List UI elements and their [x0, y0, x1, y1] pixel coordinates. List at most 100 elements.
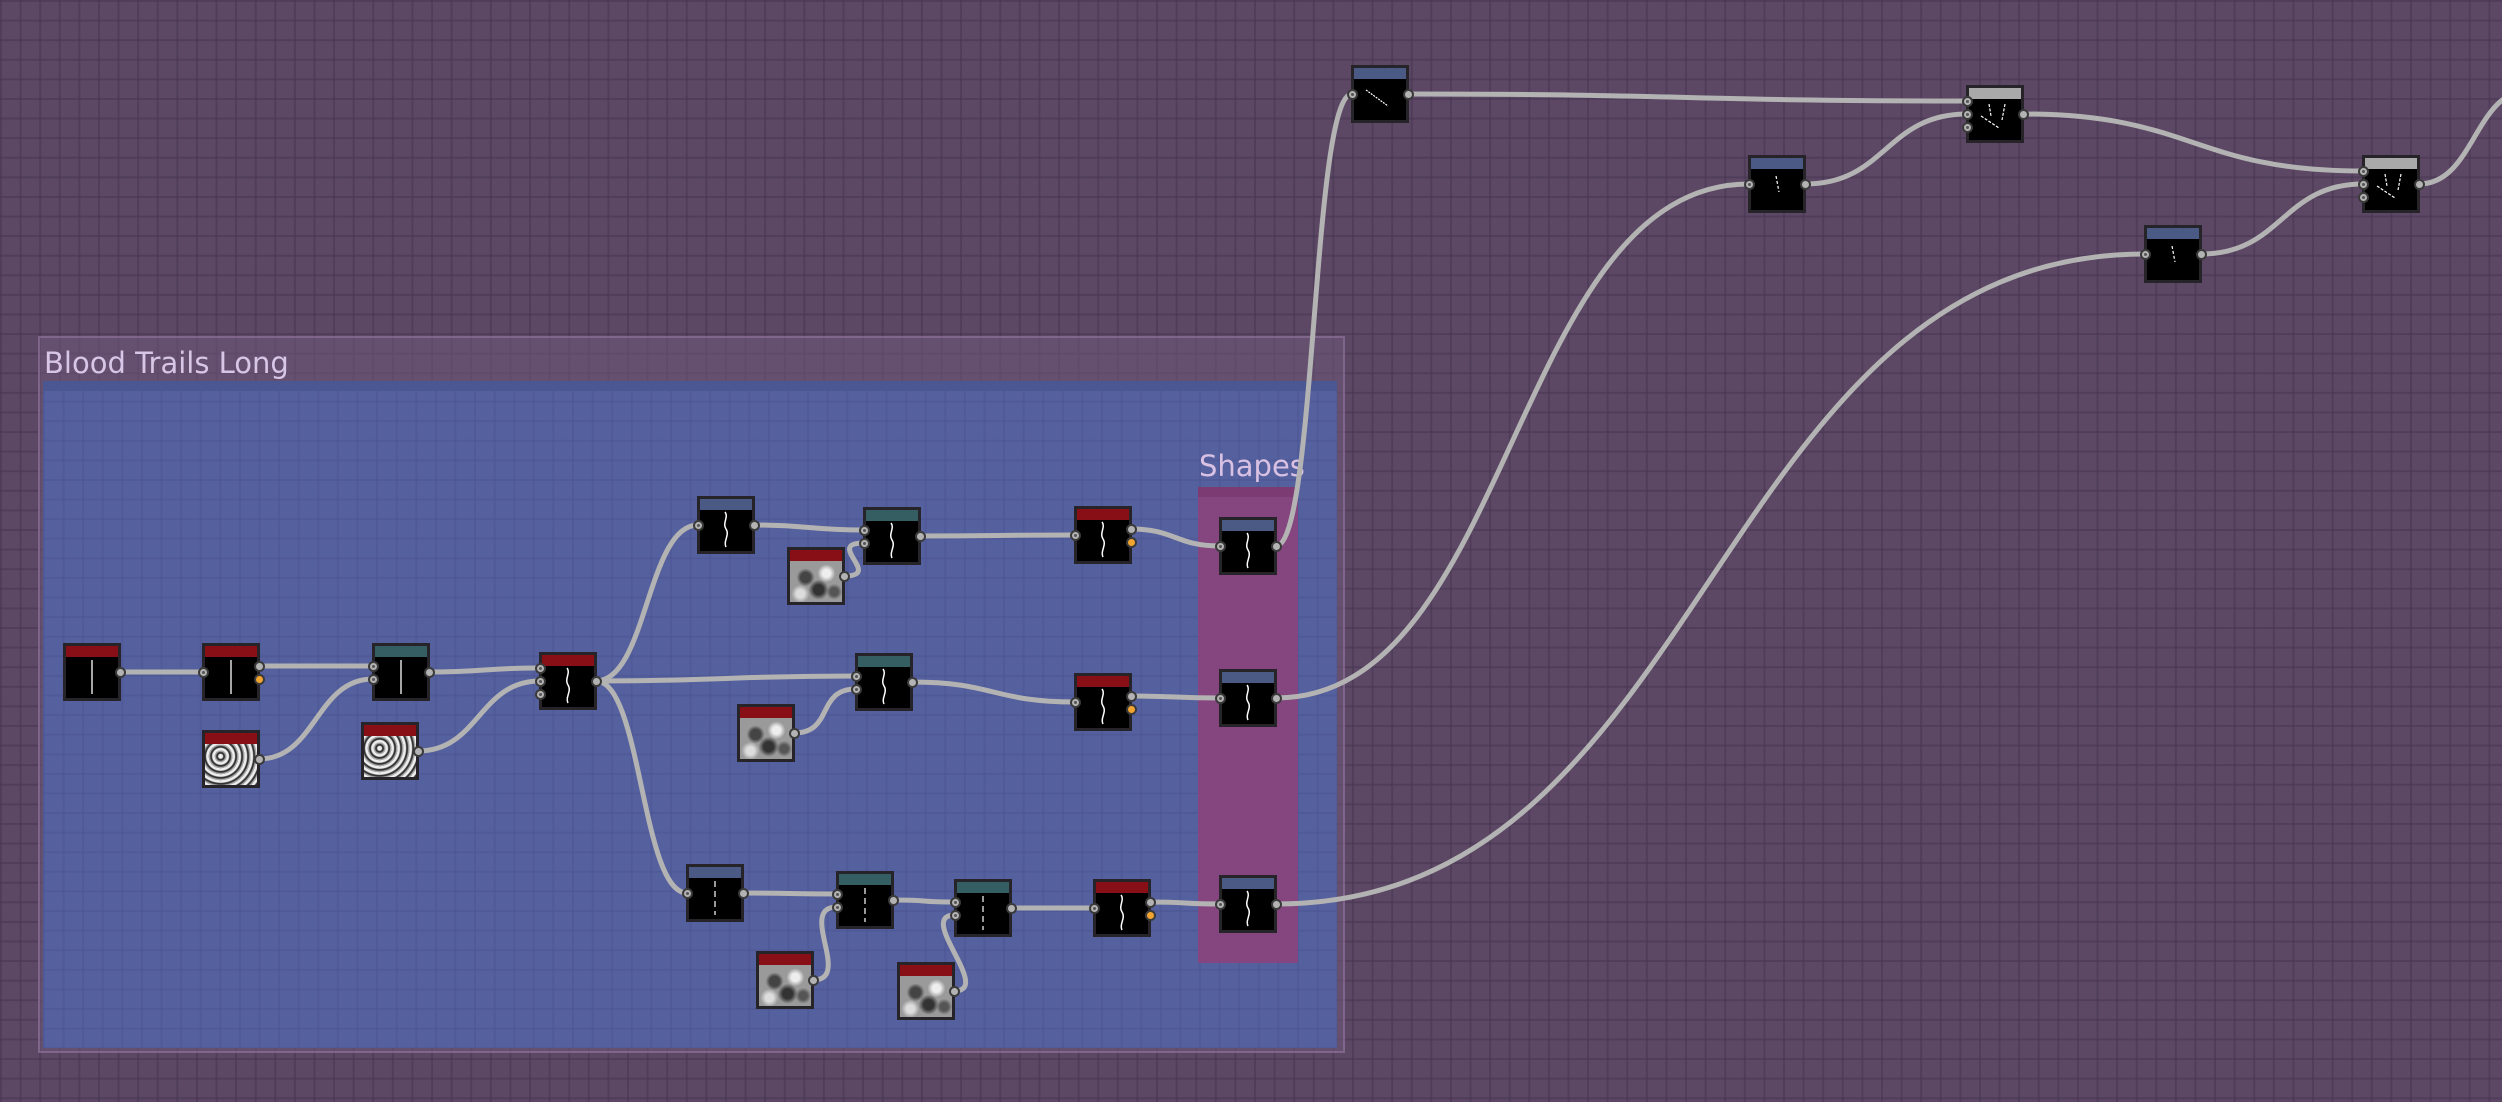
node-noise2[interactable]	[361, 722, 419, 780]
node-header[interactable]	[1751, 158, 1803, 169]
input-port[interactable]	[831, 901, 843, 913]
input-port[interactable]	[2139, 248, 2151, 260]
output-port[interactable]	[253, 660, 265, 672]
node-header[interactable]	[866, 510, 918, 521]
output-port[interactable]	[1125, 536, 1137, 548]
node-n8[interactable]	[855, 653, 913, 711]
node-header[interactable]	[700, 499, 752, 510]
output-port[interactable]	[1005, 902, 1017, 914]
node-noise3[interactable]	[787, 547, 845, 605]
input-port[interactable]	[1961, 95, 1973, 107]
link-t5-offscreen[interactable]	[2418, 90, 2502, 187]
node-n4[interactable]	[539, 652, 597, 710]
input-port[interactable]	[1214, 540, 1226, 552]
node-t5[interactable]	[2362, 155, 2420, 213]
output-port[interactable]	[737, 887, 749, 899]
input-port[interactable]	[681, 887, 693, 899]
node-header[interactable]	[1096, 882, 1148, 893]
node-header[interactable]	[957, 882, 1009, 893]
node-n13[interactable]	[1093, 879, 1151, 937]
output-port[interactable]	[1799, 178, 1811, 190]
node-n11[interactable]	[836, 871, 894, 929]
input-port[interactable]	[1961, 121, 1973, 133]
node-t4[interactable]	[2144, 225, 2202, 283]
input-port[interactable]	[1961, 108, 1973, 120]
input-port[interactable]	[831, 888, 843, 900]
node-n1[interactable]	[63, 643, 121, 701]
node-header[interactable]	[900, 965, 952, 976]
node-noise4[interactable]	[737, 704, 795, 762]
output-port[interactable]	[748, 519, 760, 531]
node-header[interactable]	[839, 874, 891, 885]
node-n9[interactable]	[1074, 673, 1132, 731]
node-t1[interactable]	[1351, 65, 1409, 123]
output-port[interactable]	[1270, 692, 1282, 704]
node-header[interactable]	[205, 733, 257, 744]
node-shape3[interactable]	[1219, 875, 1277, 933]
input-port[interactable]	[1088, 902, 1100, 914]
output-port[interactable]	[2195, 248, 2207, 260]
output-port[interactable]	[590, 675, 602, 687]
shapes-frame-title[interactable]: Shapes	[1199, 449, 1305, 483]
input-port[interactable]	[534, 675, 546, 687]
node-header[interactable]	[1222, 520, 1274, 531]
input-port[interactable]	[1069, 696, 1081, 708]
link-t4-t5[interactable]	[2200, 181, 2364, 257]
node-n6[interactable]	[863, 507, 921, 565]
output-port[interactable]	[1270, 540, 1282, 552]
output-port[interactable]	[948, 985, 960, 997]
node-header[interactable]	[759, 954, 811, 965]
input-port[interactable]	[367, 660, 379, 672]
output-port[interactable]	[887, 894, 899, 906]
node-header[interactable]	[1354, 68, 1406, 79]
output-port[interactable]	[253, 753, 265, 765]
node-t2[interactable]	[1748, 155, 1806, 213]
node-shape1[interactable]	[1219, 517, 1277, 575]
output-port[interactable]	[2017, 108, 2029, 120]
input-port[interactable]	[2357, 165, 2369, 177]
link-shape2-t2[interactable]	[1275, 181, 1750, 701]
node-header[interactable]	[2147, 228, 2199, 239]
input-port[interactable]	[1214, 692, 1226, 704]
node-header[interactable]	[2365, 158, 2417, 169]
node-header[interactable]	[542, 655, 594, 666]
output-port[interactable]	[838, 570, 850, 582]
input-port[interactable]	[858, 524, 870, 536]
input-port[interactable]	[534, 688, 546, 700]
output-port[interactable]	[788, 727, 800, 739]
node-header[interactable]	[689, 867, 741, 878]
input-port[interactable]	[850, 683, 862, 695]
input-port[interactable]	[197, 666, 209, 678]
node-header[interactable]	[1222, 878, 1274, 889]
node-n10[interactable]	[686, 864, 744, 922]
input-port[interactable]	[2357, 191, 2369, 203]
link-shape3-t4[interactable]	[1275, 251, 2146, 907]
node-n5[interactable]	[697, 496, 755, 554]
input-port[interactable]	[1346, 88, 1358, 100]
node-n12[interactable]	[954, 879, 1012, 937]
node-header[interactable]	[205, 646, 257, 657]
node-t3[interactable]	[1966, 85, 2024, 143]
output-port[interactable]	[1270, 898, 1282, 910]
node-n2[interactable]	[202, 643, 260, 701]
output-port[interactable]	[253, 673, 265, 685]
node-header[interactable]	[1222, 672, 1274, 683]
input-port[interactable]	[534, 662, 546, 674]
link-t3-t5[interactable]	[2022, 111, 2364, 174]
node-header[interactable]	[1077, 676, 1129, 687]
frame-title[interactable]: Blood Trails Long	[44, 346, 289, 380]
node-shape2[interactable]	[1219, 669, 1277, 727]
node-header[interactable]	[858, 656, 910, 667]
node-n7[interactable]	[1074, 506, 1132, 564]
output-port[interactable]	[1144, 909, 1156, 921]
output-port[interactable]	[1125, 690, 1137, 702]
node-header[interactable]	[66, 646, 118, 657]
node-header[interactable]	[364, 725, 416, 736]
output-port[interactable]	[1125, 523, 1137, 535]
node-noise6[interactable]	[897, 962, 955, 1020]
output-port[interactable]	[1125, 703, 1137, 715]
node-header[interactable]	[1077, 509, 1129, 520]
input-port[interactable]	[850, 670, 862, 682]
node-noise5[interactable]	[756, 951, 814, 1009]
